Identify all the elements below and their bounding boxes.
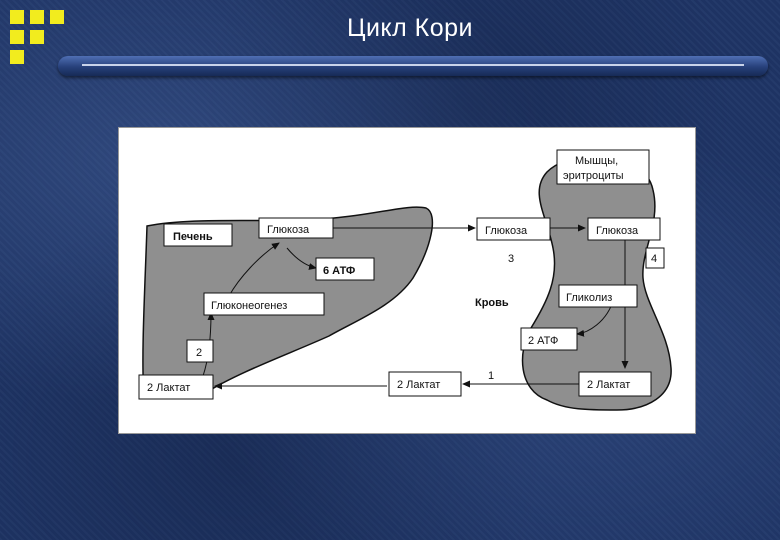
liver-lactate-box: 2 Лактат — [138, 374, 214, 400]
slide-logo — [8, 8, 78, 68]
diagram-canvas: Печень Глюкоза 6 АТФ Глюконеогенез 2 2 Л… — [138, 149, 672, 411]
slide-title: Цикл Кори — [346, 14, 474, 42]
blood-glucose-label: Глюкоза — [485, 225, 528, 237]
arrow-atp-consumption — [286, 247, 317, 270]
liver-label-box: Печень — [163, 223, 233, 247]
muscle-label-box: Мышцы, эритроциты — [556, 149, 650, 185]
blood-glucose-box: Глюкоза — [476, 217, 551, 241]
muscle-lactate-label: 2 Лактат — [587, 379, 630, 391]
atp-2-box: 2 АТФ — [520, 327, 578, 351]
gluconeogenesis-label: Глюконеогенез — [211, 300, 287, 312]
atp-6-box: 6 АТФ — [315, 257, 375, 281]
liver-label: Печень — [173, 231, 213, 243]
muscle-label-line2: эритроциты — [563, 170, 624, 182]
atp-6-label: 6 АТФ — [323, 265, 355, 277]
muscle-glucose-label: Глюкоза — [596, 225, 639, 237]
arrow-gluconeogenesis-to-glucose — [228, 242, 280, 297]
glycolysis-box: Гликолиз — [558, 284, 638, 308]
liver-lactate-label: 2 Лактат — [147, 382, 190, 394]
glycolysis-label: Гликолиз — [566, 292, 612, 304]
step-1-label: 1 — [488, 370, 494, 382]
step-4-box: 4 — [645, 247, 665, 269]
step-2-label: 2 — [196, 347, 202, 359]
cori-cycle-diagram: Печень Глюкоза 6 АТФ Глюконеогенез 2 2 Л… — [118, 127, 696, 434]
liver-glucose-box: Глюкоза — [258, 217, 334, 239]
muscle-lactate-box: 2 Лактат — [578, 371, 652, 397]
title-underline-line — [82, 64, 744, 66]
blood-label: Кровь — [475, 297, 509, 309]
atp-2-label: 2 АТФ — [528, 335, 558, 347]
step-4-label: 4 — [651, 253, 657, 265]
muscle-glucose-box: Глюкоза — [587, 217, 661, 241]
gluconeogenesis-box: Глюконеогенез — [203, 292, 325, 316]
title-underline-bar — [58, 56, 768, 76]
step-3-label: 3 — [508, 253, 514, 265]
blood-lactate-box: 2 Лактат — [388, 371, 462, 397]
muscle-label-line1: Мышцы, — [575, 155, 618, 167]
blood-lactate-label: 2 Лактат — [397, 379, 440, 391]
liver-glucose-label: Глюкоза — [267, 224, 310, 236]
step-2-box: 2 — [186, 339, 214, 363]
